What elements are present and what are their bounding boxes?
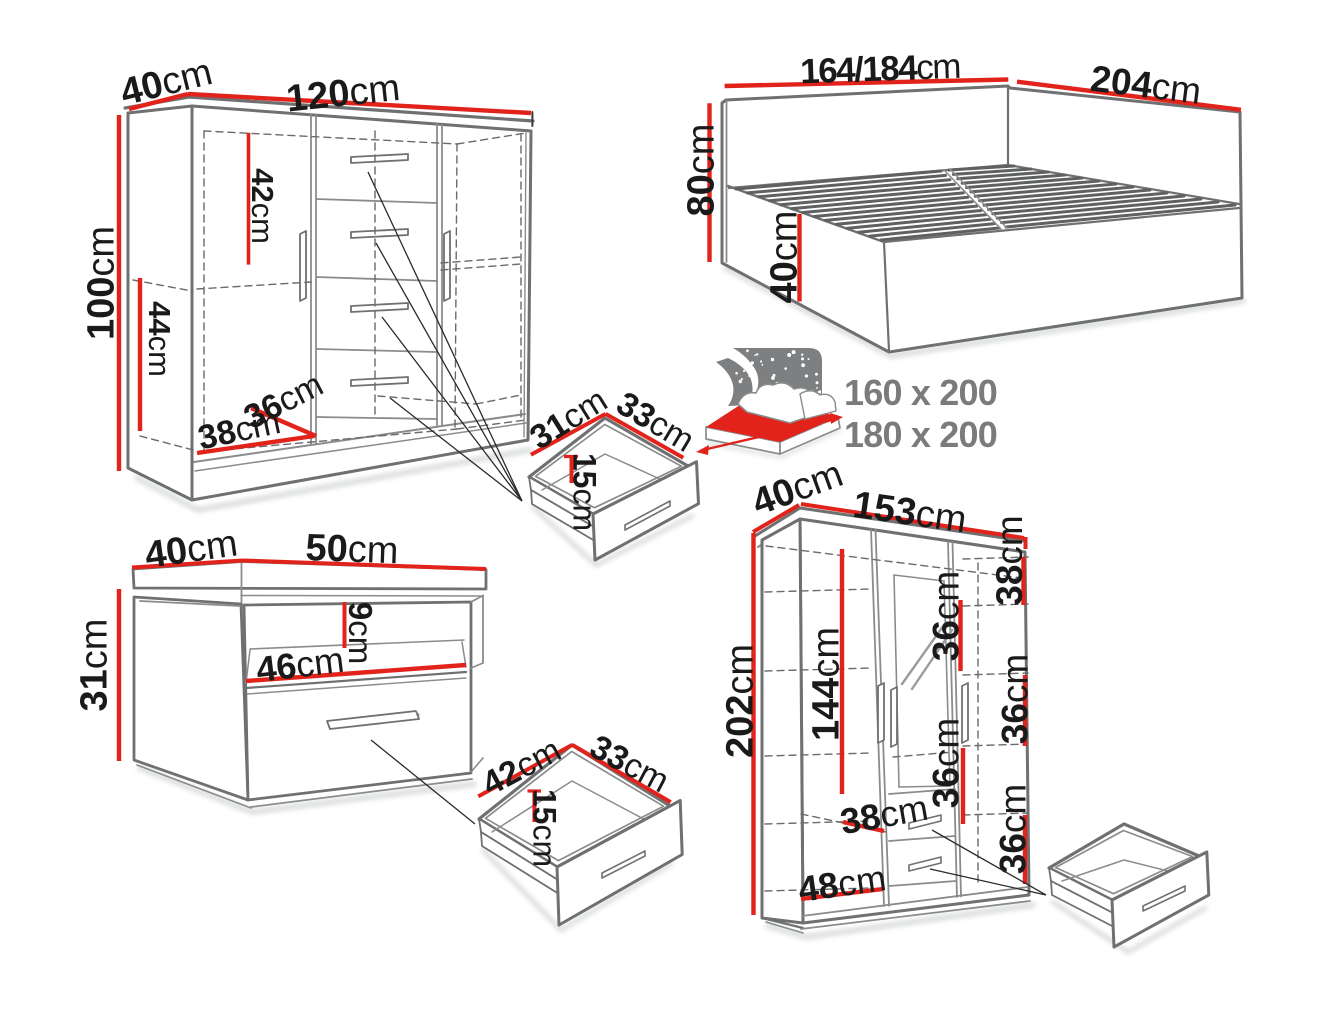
svg-text:50cm: 50cm bbox=[305, 527, 399, 572]
svg-text:38cm: 38cm bbox=[989, 515, 1030, 605]
svg-text:46cm: 46cm bbox=[254, 639, 346, 690]
svg-text:204cm: 204cm bbox=[1088, 58, 1203, 112]
svg-text:144cm: 144cm bbox=[806, 627, 848, 741]
svg-text:80cm: 80cm bbox=[681, 124, 723, 217]
svg-text:120cm: 120cm bbox=[284, 67, 402, 121]
svg-text:153cm: 153cm bbox=[850, 484, 969, 541]
svg-text:31cm: 31cm bbox=[74, 619, 116, 712]
svg-text:36cm: 36cm bbox=[992, 784, 1033, 874]
svg-text:44cm: 44cm bbox=[142, 301, 177, 377]
svg-text:180 x 200: 180 x 200 bbox=[844, 414, 997, 455]
svg-text:40cm: 40cm bbox=[142, 522, 240, 577]
svg-text:36cm: 36cm bbox=[925, 571, 966, 661]
svg-text:38cm: 38cm bbox=[837, 787, 931, 843]
svg-text:38cm: 38cm bbox=[195, 403, 284, 457]
svg-text:42cm: 42cm bbox=[245, 168, 280, 244]
svg-text:9cm: 9cm bbox=[342, 602, 379, 664]
svg-text:15cm: 15cm bbox=[566, 453, 602, 531]
svg-text:36cm: 36cm bbox=[925, 718, 966, 808]
svg-text:202cm: 202cm bbox=[720, 644, 762, 758]
svg-text:164/184cm: 164/184cm bbox=[800, 47, 961, 92]
svg-text:40cm: 40cm bbox=[764, 211, 806, 304]
svg-text:48cm: 48cm bbox=[796, 857, 889, 910]
svg-text:160 x 200: 160 x 200 bbox=[844, 372, 997, 413]
svg-text:15cm: 15cm bbox=[526, 789, 562, 867]
svg-text:36cm: 36cm bbox=[994, 654, 1035, 744]
svg-text:100cm: 100cm bbox=[81, 226, 123, 340]
